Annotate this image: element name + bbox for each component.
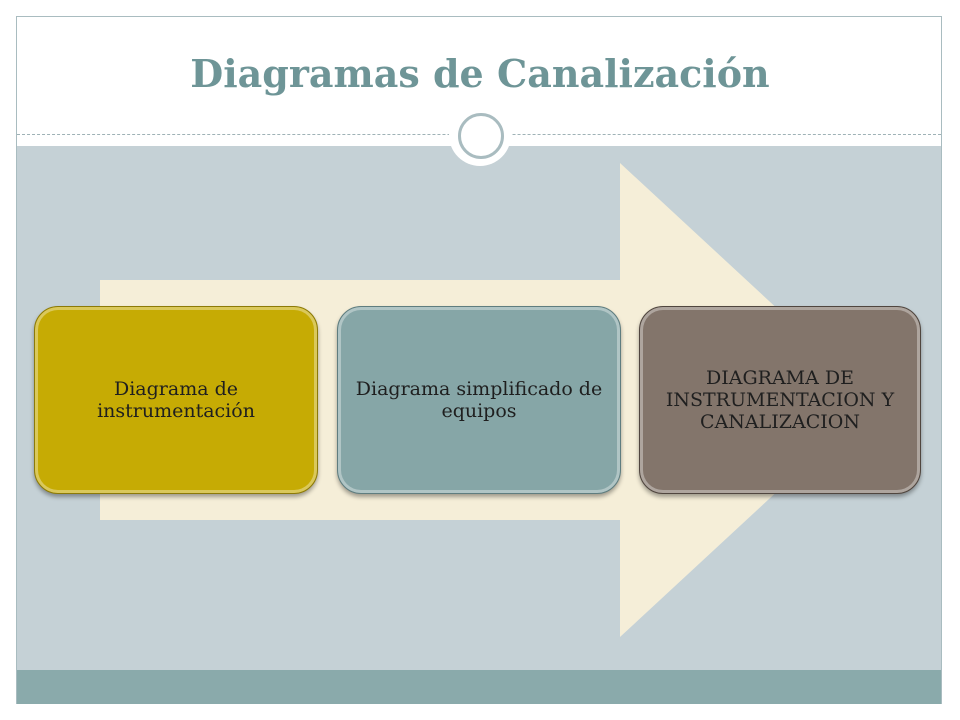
step-box-instrumentation-canalization: DIAGRAMA DE INSTRUMENTACION Y CANALIZACI…	[639, 306, 921, 494]
step-label: Diagrama de instrumentación	[97, 378, 255, 422]
footer-bar	[17, 670, 941, 704]
step-box-instrumentation: Diagrama de instrumentación	[34, 306, 318, 494]
step-box-simplified-equipment: Diagrama simplificado de equipos	[337, 306, 621, 494]
page-title: Diagramas de Canalización	[190, 51, 770, 96]
step-label: DIAGRAMA DE INSTRUMENTACION Y CANALIZACI…	[665, 367, 895, 433]
divider-ring-icon	[458, 113, 504, 159]
step-label: Diagrama simplificado de equipos	[355, 378, 603, 422]
